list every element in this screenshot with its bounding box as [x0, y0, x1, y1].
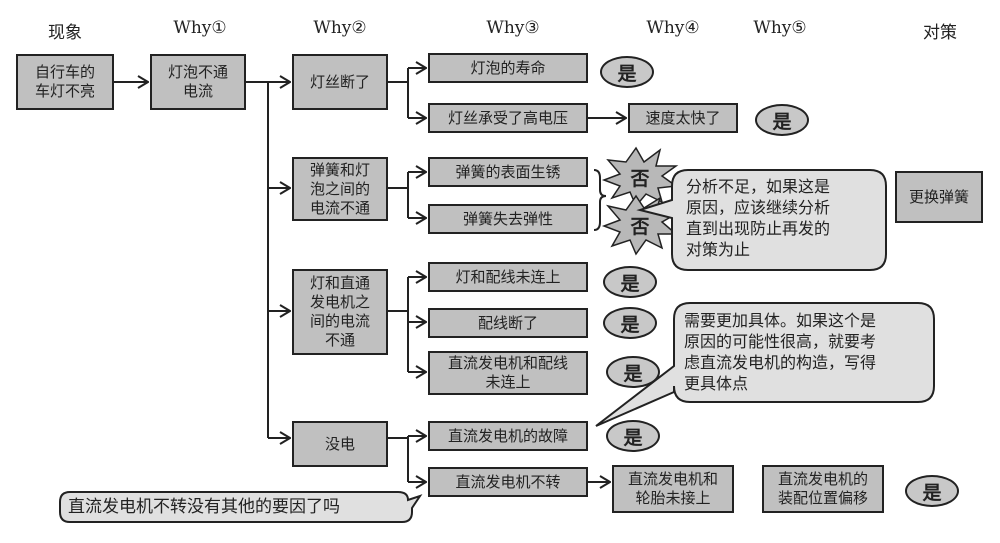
node-why3-elastic: 弹簧失去弹性	[428, 204, 588, 234]
callout-insufficient-text: 分析不足，如果这是 原因，应该继续分析 直到出现防止再发的 对策为止	[686, 177, 831, 259]
verdict-no-rust: 否	[630, 167, 650, 190]
node-why3-dynamo-notturn: 直流发电机不转	[428, 467, 588, 497]
node-why2-spring: 弹簧和灯 泡之间的 电流不通	[292, 157, 388, 221]
callout-other-text: 直流发电机不转没有其他的要因了吗	[68, 497, 340, 517]
header-why4: Why④	[646, 18, 700, 38]
bracket	[593, 169, 607, 231]
verdict-yes-dynamo-wire: 是	[606, 356, 660, 388]
node-why2-nopower: 没电	[292, 421, 388, 467]
header-why5: Why⑤	[753, 18, 807, 38]
header-countermeasure: 对策	[923, 23, 957, 43]
node-why3-lamp-wire: 灯和配线未连上	[428, 262, 588, 292]
node-why4-tire: 直流发电机和 轮胎未接上	[612, 465, 734, 513]
header-why3: Why③	[486, 18, 540, 38]
verdict-yes-dynamo-fault: 是	[606, 420, 660, 452]
node-why3-dynamo-fault: 直流发电机的故障	[428, 421, 588, 451]
header-why1: Why①	[173, 18, 227, 38]
node-why5-mount-offset: 直流发电机的 装配位置偏移	[762, 465, 884, 513]
verdict-no-elastic: 否	[630, 215, 650, 238]
callout-other-bubble	[59, 491, 423, 523]
verdict-yes-mount-offset: 是	[905, 475, 959, 507]
node-why1: 灯泡不通 电流	[150, 54, 246, 110]
node-why4-speed: 速度太快了	[628, 103, 738, 133]
verdict-yes-speed: 是	[755, 104, 809, 136]
node-why3-bulb-life: 灯泡的寿命	[428, 53, 588, 83]
callout-specific-text: 需要更加具体。如果这个是 原因的可能性很高，就要考 虑直流发电机的构造，写得 更…	[684, 311, 877, 393]
starburst-no-1	[601, 146, 679, 208]
header-why2: Why②	[313, 18, 367, 38]
header-phenomenon: 现象	[48, 23, 82, 43]
node-why3-high-voltage: 灯丝承受了高电压	[428, 103, 588, 133]
callout-insufficient-bubble	[636, 169, 887, 271]
node-why2-filament: 灯丝断了	[292, 54, 388, 110]
node-why3-dynamo-wire: 直流发电机和配线 未连上	[428, 351, 588, 395]
node-why2-wiring: 灯和直通 发电机之 间的电流 不通	[292, 269, 388, 355]
node-why3-rust: 弹簧的表面生锈	[428, 157, 588, 187]
verdict-yes-wire-broken: 是	[603, 307, 657, 339]
verdict-yes-lamp-wire: 是	[603, 266, 657, 298]
callout-specific-bubble	[595, 302, 935, 427]
node-countermeasure-replace-spring: 更换弹簧	[895, 171, 983, 223]
node-why3-wire-broken: 配线断了	[428, 308, 588, 338]
node-phenomenon: 自行车的 车灯不亮	[16, 54, 114, 110]
verdict-yes-bulb-life: 是	[600, 56, 654, 88]
